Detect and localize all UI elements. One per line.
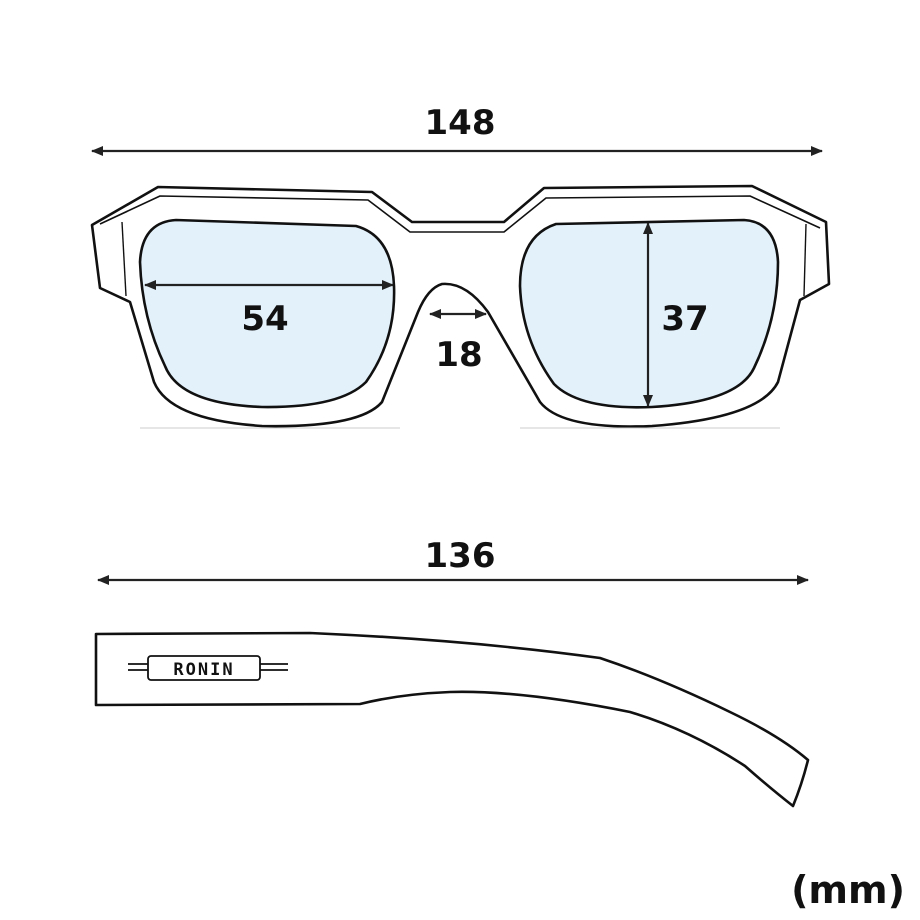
temple-view: 136 RONIN bbox=[94, 536, 810, 808]
front-view: 148 54 18 37 bbox=[90, 103, 831, 429]
temple-length-label: 136 bbox=[425, 536, 496, 576]
temple-arm bbox=[94, 631, 810, 808]
bridge-width-label: 18 bbox=[435, 335, 482, 375]
frame-top-bevel bbox=[99, 195, 821, 233]
lens-width-label: 54 bbox=[241, 299, 288, 339]
brand-name: RONIN bbox=[173, 660, 234, 680]
left-hinge-line bbox=[121, 221, 127, 297]
total-width-label: 148 bbox=[425, 103, 496, 143]
brand-emblem: RONIN bbox=[128, 655, 288, 681]
right-hinge-line bbox=[803, 223, 807, 297]
unit-label: (mm) bbox=[791, 868, 905, 912]
lens-height-label: 37 bbox=[661, 299, 708, 339]
